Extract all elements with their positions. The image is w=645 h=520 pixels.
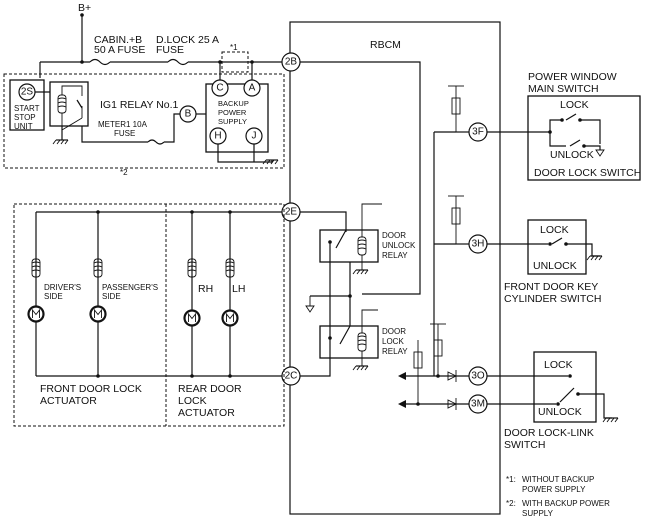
unlock-relay-label-3: RELAY	[382, 251, 408, 260]
terminal-2e-label: 2E	[285, 207, 298, 218]
backup-terminal-a-label: A	[249, 83, 256, 94]
door-unlock-relay	[319, 229, 379, 263]
pullup-resistor-3f	[451, 97, 461, 115]
rh-label: RH	[198, 283, 213, 295]
start-stop-label-3: UNIT	[14, 122, 33, 131]
power-window-title-1: POWER WINDOW	[528, 71, 617, 83]
backup-terminal-a	[243, 79, 261, 97]
star1-marker: *1	[230, 43, 238, 52]
backup-label-1: BACKUP	[218, 99, 249, 108]
passenger-side-label-1: PASSENGER'S	[102, 283, 158, 292]
terminal-2c-label: 2C	[285, 371, 298, 382]
rear-rh-actuator	[183, 212, 201, 376]
star2-marker: *2	[120, 168, 128, 177]
meter-fuse-label-2: FUSE	[114, 129, 135, 138]
kc-unlock-label: UNLOCK	[533, 260, 577, 272]
diode-3m	[447, 398, 458, 410]
unlock-relay-label-2: UNLOCK	[382, 241, 416, 250]
unlock-relay-label-1: DOOR	[382, 231, 406, 240]
driver-side-actuator	[27, 212, 45, 376]
driver-side-label-1: DRIVER'S	[44, 283, 81, 292]
front-actuator-caption-1: FRONT DOOR LOCK	[40, 383, 142, 395]
ig1-relay-label: IG1 RELAY No.1	[100, 99, 179, 111]
rear-actuator-caption-1: REAR DOOR	[178, 383, 242, 395]
terminal-3h-label: 3H	[472, 239, 485, 250]
cabin-fuse-symbol	[89, 58, 111, 66]
backup-label-2: POWER	[218, 108, 247, 117]
pw-lock-label: LOCK	[560, 99, 589, 111]
power-window-title-2: MAIN SWITCH	[528, 83, 599, 95]
backup-terminal-b-label: B	[185, 109, 192, 120]
note2-mark: *2:	[506, 499, 516, 508]
passenger-side-actuator	[89, 212, 107, 376]
ig1-ground-icon	[52, 139, 69, 145]
ll-caption-2: SWITCH	[504, 439, 545, 451]
backup-terminal-h-label: H	[214, 131, 221, 142]
ll-caption-1: DOOR LOCK-LINK	[504, 427, 594, 439]
ll-unlock-label: UNLOCK	[538, 406, 582, 418]
meter-fuse-symbol	[147, 139, 165, 145]
backup-label-3: SUPPLY	[218, 117, 247, 126]
terminal-3f-label: 3F	[472, 127, 484, 138]
kc-contact[interactable]	[551, 237, 563, 245]
cabin-fuse-label-2: 50 A FUSE	[94, 44, 145, 56]
door-lock-relay	[319, 325, 379, 359]
lock-link-switch-box	[533, 351, 597, 423]
diode-3o	[447, 370, 458, 382]
front-actuator-caption-2: ACTUATOR	[40, 395, 97, 407]
rear-actuator-caption-2: LOCK	[178, 395, 207, 407]
driver-side-label-2: SIDE	[44, 292, 63, 301]
pullup-resistor-3h	[451, 207, 461, 225]
rbcm-title: RBCM	[370, 39, 401, 51]
pw-lock-contact[interactable]	[565, 113, 577, 121]
pw-unlock-label: UNLOCK	[550, 149, 594, 161]
lock-ground-icon	[352, 365, 369, 371]
pw-unlock-contact[interactable]	[569, 139, 581, 147]
dlock-fuse-label-1: D.LOCK 25 A	[156, 34, 219, 46]
dlock-fuse-symbol	[167, 58, 189, 66]
actuator-dash-region	[13, 203, 285, 427]
note1-mark: *1:	[506, 475, 516, 484]
meter-fuse-label-1: METER1 10A	[98, 120, 148, 129]
backup-terminal-c	[211, 79, 229, 97]
note2-line1: WITH BACKUP POWER	[522, 499, 610, 508]
bplus-label: B+	[78, 2, 91, 14]
note1-line1: WITHOUT BACKUP	[522, 475, 594, 484]
pullup-resistor-3o	[433, 339, 443, 357]
kc-caption-2: CYLINDER SWITCH	[504, 293, 601, 305]
start-stop-label-1: START	[14, 104, 40, 113]
ll-contact[interactable]	[559, 387, 575, 403]
kc-lock-label: LOCK	[540, 224, 569, 236]
rear-lh-actuator	[221, 212, 239, 376]
lh-label: LH	[232, 283, 245, 295]
rear-actuator-caption-3: ACTUATOR	[178, 407, 235, 419]
rbcm-box	[289, 21, 501, 515]
note2-line2: SUPPLY	[522, 509, 554, 518]
dlock-fuse-label-2: FUSE	[156, 44, 184, 56]
terminal-2s-label: 2S	[21, 87, 34, 98]
note1-line2: POWER SUPPLY	[522, 485, 586, 494]
unlock-ground-icon	[352, 269, 369, 275]
terminal-2b-label: 2B	[285, 57, 298, 68]
key-cylinder-switch-box	[527, 219, 587, 275]
cabin-fuse-label-1: CABIN.+B	[94, 34, 142, 46]
door-lock-switch-caption: DOOR LOCK SWITCH	[534, 167, 641, 179]
star2-dash-region	[3, 73, 285, 169]
door-lock-switch-box	[527, 95, 641, 181]
lock-relay-label-2: LOCK	[382, 337, 404, 346]
terminal-3m-label: 3M	[471, 399, 485, 410]
passenger-side-label-2: SIDE	[102, 292, 121, 301]
ll-lock-label: LOCK	[544, 359, 573, 371]
lock-relay-label-1: DOOR	[382, 327, 406, 336]
start-stop-label-2: STOP	[14, 113, 36, 122]
pullup-resistor-3m	[413, 351, 423, 369]
backup-terminal-j-label: J	[252, 131, 257, 142]
backup-terminal-c-label: C	[216, 83, 223, 94]
kc-caption-1: FRONT DOOR KEY	[504, 281, 598, 293]
lock-relay-label-3: RELAY	[382, 347, 408, 356]
terminal-3o-label: 3O	[471, 371, 485, 382]
